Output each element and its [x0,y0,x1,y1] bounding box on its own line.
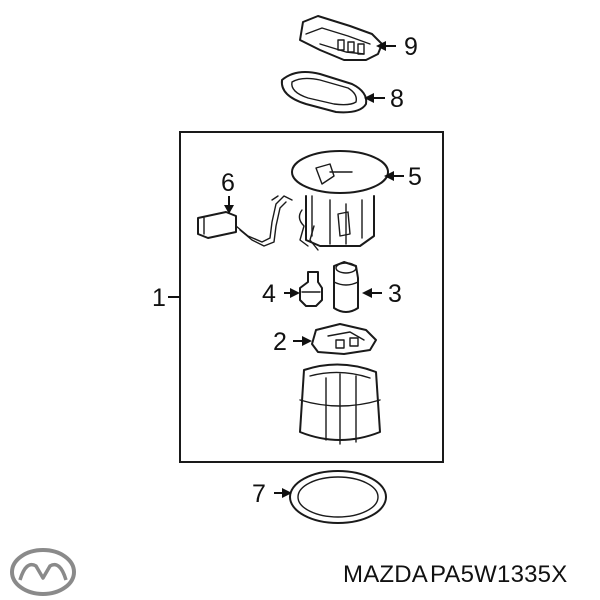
caption-brand: MAZDA [343,561,428,588]
callout-8: 8 [390,85,404,113]
callout-3-arrow [362,288,382,298]
callout-5-arrow [384,171,404,181]
part-9-cover-plate [299,15,383,61]
callout-4: 4 [262,280,276,308]
callout-2: 2 [273,328,287,356]
mazda-logo-icon [10,548,76,596]
callout-1: 1 [152,284,166,312]
callout-7: 7 [252,480,266,508]
part-3-fuel-pump [333,261,359,313]
part-8-gasket [280,71,368,114]
part-2-bracket [311,323,377,355]
callout-9-arrow [376,41,396,51]
callout-8-arrow [364,93,385,103]
part-6-level-sender [197,195,293,247]
reservoir-cup [299,363,381,445]
callout-9: 9 [404,33,418,61]
callout-6-arrow [224,196,234,214]
callout-6: 6 [221,169,235,197]
callout-3: 3 [388,280,402,308]
part-4-regulator [299,271,323,307]
callout-2-arrow [293,336,312,346]
callout-4-arrow [284,288,300,298]
part-5-pump-flange [291,150,389,251]
caption-part-number: PA5W1335X [430,561,567,588]
part-7-o-ring [289,470,387,524]
callout-7-arrow [274,488,292,498]
callout-5: 5 [408,163,422,191]
